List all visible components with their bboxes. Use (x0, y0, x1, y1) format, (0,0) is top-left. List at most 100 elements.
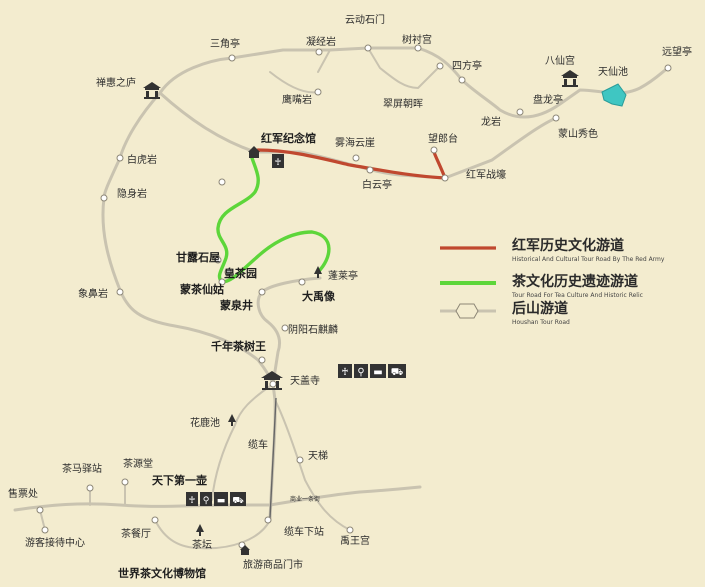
legend-green-title: 茶文化历史遗迹游道 (512, 274, 638, 290)
svg-text:⚲: ⚲ (357, 367, 364, 378)
label-tianti: 天梯 (308, 451, 328, 462)
label-yundong-shimen: 云动石门 (345, 15, 385, 26)
svg-text:⛟: ⛟ (232, 496, 243, 506)
label-xiangbi-yan: 象鼻岩 (78, 289, 108, 300)
node-yinshen (100, 194, 108, 202)
label-yinshen-yan: 隐身岩 (117, 189, 147, 200)
label-chama-yizhan: 茶马驿站 (62, 464, 102, 475)
node-cuiping (436, 62, 444, 70)
node-panlong (552, 114, 560, 122)
node-chashu (258, 356, 266, 364)
temple-icons (143, 70, 579, 555)
label-mengshan-xiuse: 蒙山秀色 (558, 129, 598, 140)
label-tianxia-diyihu: 天下第一壶 (152, 474, 207, 487)
bed-icon (214, 492, 228, 506)
node-tianti (296, 456, 304, 464)
label-cha-tan: 茶坛 (192, 540, 212, 551)
legend-back-subtitle: Houshan Tour Road (512, 319, 570, 326)
legend-red-title: 红军历史文化游道 (512, 238, 624, 254)
label-bowuguan: 世界茶文化博物馆 (118, 567, 206, 580)
svg-text:⛟: ⛟ (391, 367, 404, 378)
label-lanche-xiazhan: 缆车下站 (284, 527, 324, 538)
label-lvyou-shangpin: 旅游商品门市 (243, 560, 303, 571)
red-army-route (256, 148, 448, 180)
label-hualu-chi: 花鹿池 (190, 418, 220, 429)
temple-icon (240, 545, 250, 555)
node-hongjun-zhanhao (441, 174, 449, 182)
node-sifang (458, 76, 466, 84)
node-longyan (516, 108, 524, 116)
svg-text:♰: ♰ (275, 158, 282, 168)
toilet-icon (272, 154, 284, 168)
label-mengcha-xiangu: 蒙茶仙姑 (180, 283, 224, 296)
label-baxian-gong: 八仙宫 (545, 56, 575, 67)
node-wuhai (352, 154, 360, 162)
node-xiangbi (116, 288, 124, 296)
monument-icon (196, 524, 204, 536)
label-yuanwang-ting: 远望亭 (662, 47, 692, 58)
node-shoupiao (36, 506, 44, 514)
tianti-road (274, 399, 351, 531)
label-ningjing-yan: 凝经岩 (306, 37, 336, 48)
node-yundong (364, 44, 372, 52)
restaurant-icon (354, 364, 368, 378)
node-mengquan (258, 288, 266, 296)
node-mengcha (218, 278, 226, 286)
node-tiangai (269, 380, 277, 388)
svg-text:♰: ♰ (341, 367, 348, 378)
label-wanglang-tai: 望郎台 (428, 134, 458, 145)
node-baiyun (366, 166, 374, 174)
label-qiannian-chashuwang: 千年茶树王 (211, 340, 266, 353)
label-chanhui-zhilu: 禅惠之庐 (96, 78, 136, 89)
service-icons-base: ♰ ⚲ ▬ ⛟ (186, 492, 246, 506)
node-chayuan (121, 478, 129, 486)
bed-icon (370, 364, 386, 378)
node-shucun (414, 44, 422, 52)
toilet-icon (186, 492, 198, 506)
svg-text:⚲: ⚲ (203, 496, 210, 506)
label-sifang-ting: 四方亭 (452, 61, 482, 72)
label-chayuan-tang: 茶源堂 (123, 459, 153, 470)
node-yuwang (346, 526, 354, 534)
label-hongjun-jinianguan: 红军纪念馆 (261, 132, 316, 145)
node-ganlu-low (214, 256, 222, 264)
tianxian-pond (601, 83, 627, 107)
node-yinyang (281, 324, 289, 332)
svg-text:▬: ▬ (373, 367, 382, 378)
label-ganlu-shiwu: 甘露石屋 (176, 251, 220, 264)
toilet-icon (338, 364, 352, 378)
label-mengquan-jing: 蒙泉井 (220, 299, 253, 312)
label-longyan: 龙岩 (481, 117, 501, 128)
label-yuwang-gong: 禹王宫 (340, 536, 370, 547)
legend-back-title: 后山游道 (512, 301, 568, 317)
central-road (256, 276, 322, 522)
summit-connector (269, 47, 441, 94)
monument-icon (228, 414, 236, 426)
label-penglai-ting: 蓬莱亭 (328, 271, 358, 282)
label-tiangai-si: 天盖寺 (290, 376, 320, 387)
service-icons-tiangai: ♰ ⚲ ▬ ⛟ (338, 364, 406, 378)
shopping-cart-icon (388, 364, 406, 378)
label-dayu-xiang: 大禹像 (302, 290, 335, 303)
cableway-line (269, 397, 277, 519)
node-wanglang (430, 146, 438, 154)
base-loop (154, 519, 271, 550)
monument-icon (314, 266, 322, 278)
node-huangcha (224, 268, 232, 276)
label-shucun-gong: 树衬宫 (402, 35, 432, 46)
label-tiny-road: 商业一条街 (290, 496, 321, 503)
node-yuanwang (664, 64, 672, 72)
node-canting (151, 516, 159, 524)
label-yingzui-yan: 鹰嘴岩 (282, 95, 312, 106)
service-icons-memorial: ♰ (272, 154, 284, 168)
label-huangcha-yuan: 皇茶园 (224, 267, 257, 280)
node-yingzui (314, 88, 322, 96)
label-youke-jiedai: 游客接待中心 (25, 538, 85, 549)
temple-icon (248, 146, 260, 158)
temple-icon (143, 82, 161, 99)
hualu-road (211, 383, 274, 501)
temple-icon (561, 70, 579, 87)
label-lanche: 缆车 (248, 440, 268, 451)
node-xiazhan (264, 516, 272, 524)
label-cuiping-chaohui: 翠屏朝晖 (383, 99, 423, 110)
